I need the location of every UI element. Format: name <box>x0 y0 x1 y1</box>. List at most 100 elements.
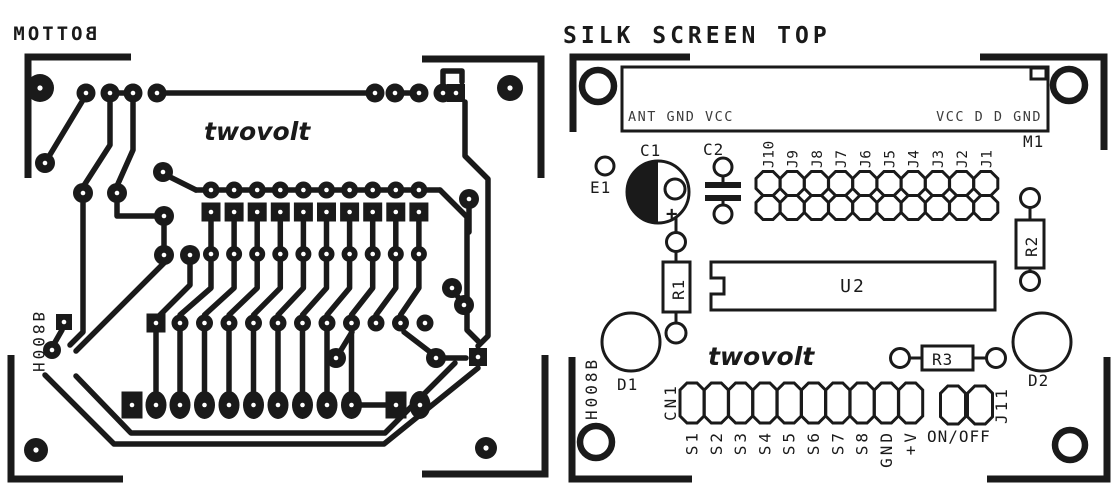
corner-bracket-bottom-right <box>422 355 549 478</box>
pad-drill-dot <box>154 90 160 96</box>
header-pad-octagon <box>851 194 879 221</box>
pad-drill-dot <box>161 252 167 258</box>
pad-drill-dot <box>251 320 256 326</box>
pad-drill-dot <box>301 251 306 257</box>
pad-drill-dot <box>226 402 232 408</box>
pad-drill-dot <box>324 209 329 215</box>
on-off-label: ON/OFF <box>927 427 991 446</box>
pad-drill-dot <box>226 320 232 326</box>
corner-bracket-bottom-right <box>987 357 1111 483</box>
board-id-mirrored: H008B <box>29 309 48 372</box>
header-pad-octagon <box>827 194 855 221</box>
component-u2: U2 <box>709 260 997 312</box>
pad-drill-dot <box>202 402 207 408</box>
bottom-copper-panel: BOTTOM H008B twovolt <box>7 23 549 483</box>
pad-drill-dot <box>393 402 399 408</box>
component-r1: R1 <box>661 251 692 345</box>
header-pad-octagon <box>827 170 855 197</box>
board-id: H008B <box>582 357 601 420</box>
pad-drill-dot <box>254 251 260 257</box>
component-d1: D1 <box>600 311 662 394</box>
pad-drill-dot <box>42 160 48 166</box>
component-d2: D2 <box>1011 311 1073 390</box>
j-header-label: J6 <box>858 150 874 168</box>
header-pad-octagon <box>972 194 1000 221</box>
header-pad-octagon <box>800 381 827 425</box>
r2-ref: R2 <box>1022 236 1041 257</box>
cn1-pin-label: S1 <box>683 430 702 455</box>
header-pad-octagon <box>824 381 852 425</box>
c1-polarity-fill <box>627 161 658 223</box>
header-pad-octagon <box>875 194 903 221</box>
brand-logo-right: twovolt <box>708 342 815 371</box>
corner-bracket-bottom-left <box>7 355 123 483</box>
pad-drill-dot <box>208 187 214 193</box>
pad-drill-dot <box>416 187 422 193</box>
pad-drill-dot <box>393 187 399 193</box>
pad-drill-dot <box>417 402 423 408</box>
pad-drill-dot <box>349 402 354 408</box>
pad-drill-dot <box>370 251 376 257</box>
pad-drill-dot <box>433 355 439 361</box>
header-pad-octagon <box>872 381 900 425</box>
pad-drill-dot <box>347 209 352 215</box>
brand-logo-left: twovolt <box>204 117 311 146</box>
pad-drill-dot <box>333 355 339 361</box>
j-header-label: J10 <box>762 140 778 168</box>
pad-drill-dot <box>466 196 472 202</box>
pad-drill-dot <box>107 90 113 96</box>
pad-drill-dot <box>231 209 237 215</box>
pad-drill-dot <box>301 187 306 193</box>
pad-drill-dot <box>324 251 329 257</box>
header-pad-octagon <box>802 194 830 221</box>
j-header-label: J7 <box>834 150 850 168</box>
header-pad-octagon <box>775 381 803 425</box>
header-pad-octagon <box>851 170 879 197</box>
u2-ref: U2 <box>840 276 866 297</box>
pad-drill-dot <box>324 402 330 408</box>
d1-ref: D1 <box>617 375 638 394</box>
pad-drill-dot <box>130 90 136 96</box>
header-pad-octagon <box>923 170 951 197</box>
header-pad-octagon <box>754 170 782 197</box>
pad-drill-dot <box>422 320 428 326</box>
cn1-pin-label: S7 <box>828 430 847 455</box>
silkscreen-title: SILK SCREEN TOP <box>563 23 831 49</box>
component-r3: R3 <box>889 344 1007 372</box>
pad-drill-dot <box>83 90 89 96</box>
cn1-pin-label: S5 <box>780 430 799 455</box>
pad-drill-dot <box>349 320 354 326</box>
pad-drill-dot <box>416 209 422 215</box>
header-pad-octagon <box>899 170 927 197</box>
pad-drill-dot <box>393 251 399 257</box>
copper-traces <box>42 68 491 447</box>
header-pad-octagon <box>848 381 876 425</box>
j-header-label: J3 <box>931 150 947 168</box>
pad-drill-dot <box>347 187 352 193</box>
cn1-pin-label: S2 <box>707 430 726 455</box>
pad-drill-dot <box>161 213 167 219</box>
module-ref: M1 <box>1023 132 1044 151</box>
header-pad-octagon <box>939 384 967 426</box>
header-pad-octagon <box>899 194 927 221</box>
pad-drill-dot <box>275 402 281 408</box>
pad-drill-dot <box>153 402 159 408</box>
pad-drill-dot <box>278 187 283 193</box>
header-pad-octagon <box>778 170 806 197</box>
header-pad-octagon <box>923 194 951 221</box>
pad-drill-dot <box>461 302 467 308</box>
pad-drill-dot <box>80 190 86 196</box>
header-pad-octagon <box>751 381 779 425</box>
pad-drill-dot <box>208 209 214 215</box>
pad-drill-dot <box>324 187 329 193</box>
pad-drill-dot <box>114 190 120 196</box>
silkscreen-top-panel: SILK SCREEN TOP ANT GND VCC VCC D D GND … <box>563 23 1111 483</box>
pad-drill-dot <box>453 90 459 96</box>
cn1-pin-label: S3 <box>731 430 750 455</box>
header-pad-octagon <box>802 170 830 197</box>
pad-drill-dot <box>440 90 446 96</box>
corner-bracket-top-right <box>422 55 545 178</box>
j-header-label: J8 <box>810 150 826 168</box>
